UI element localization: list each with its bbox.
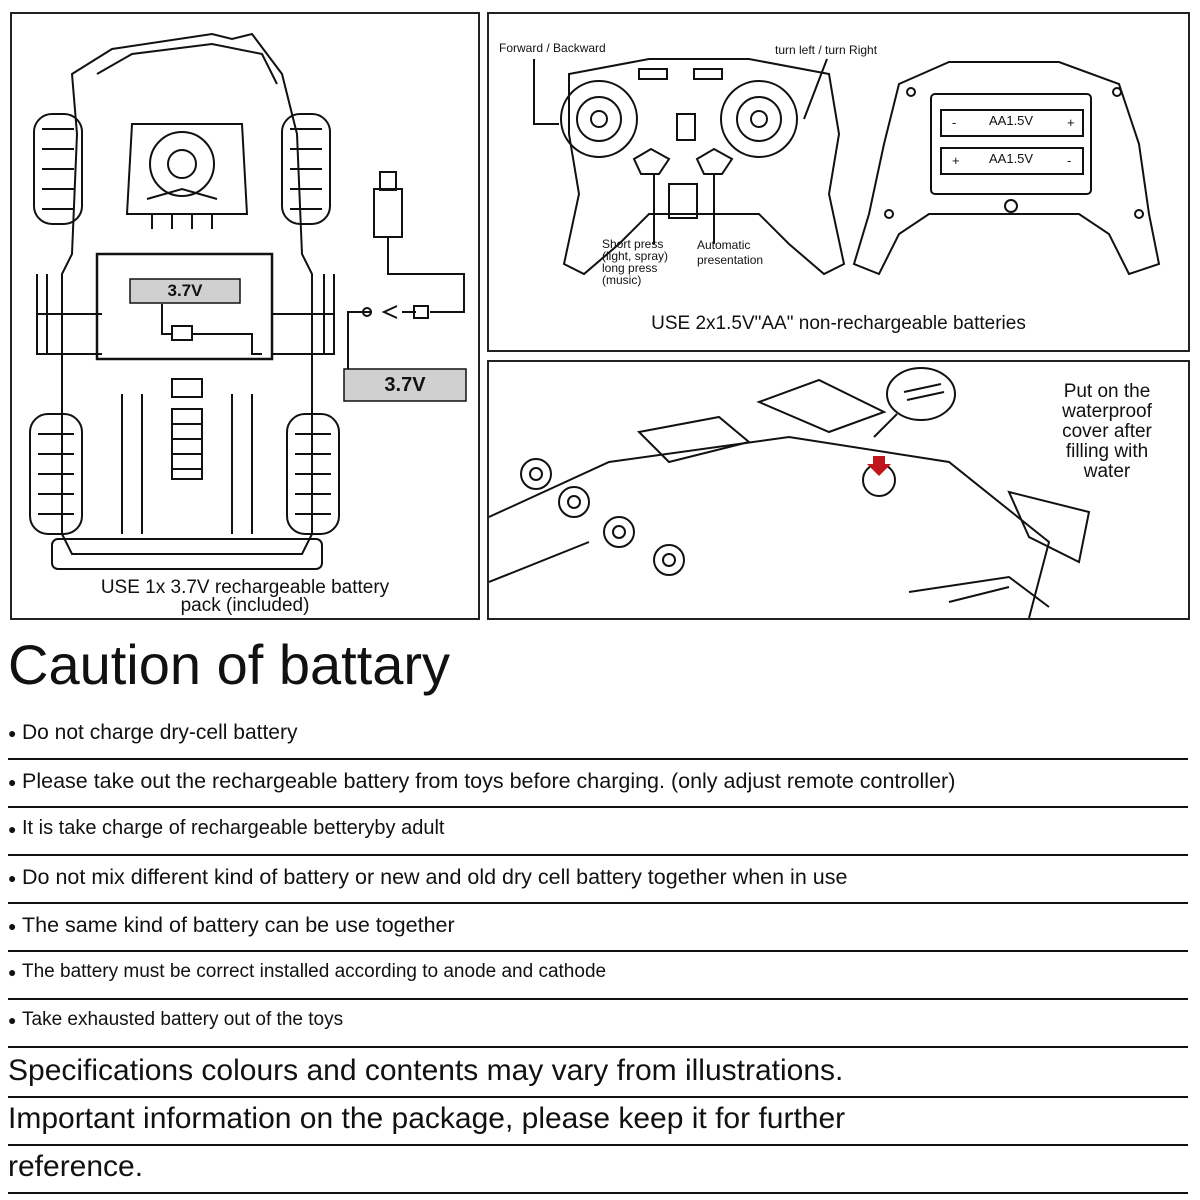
remote-illustration: - + + - (533, 58, 1161, 276)
aa-battery-2-label: AA1.5V (989, 151, 1034, 166)
bullet-icon: ● (8, 917, 17, 934)
car-illustration (29, 32, 467, 570)
bullet-icon: ● (8, 869, 17, 886)
svg-text:+: + (1067, 115, 1075, 130)
footer-line: Important information on the package, pl… (8, 1098, 1188, 1146)
caution-item: ● Do not mix different kind of battery or… (8, 860, 1188, 904)
footer-line-text: reference. (8, 1150, 144, 1183)
bullet-icon: ● (8, 820, 17, 837)
automatic-label: Automatic presentation (697, 238, 764, 267)
caution-item-text: Please take out the rechargeable battery… (22, 769, 956, 793)
footer-line-text: Specifications colours and contents may … (8, 1054, 844, 1087)
waterproof-panel: Put on the waterproof cover after fillin… (487, 360, 1190, 620)
caution-item: ● Take exhausted battery out of the toys (8, 1004, 1188, 1048)
waterproof-note: Put on the waterproof cover after fillin… (1062, 381, 1152, 482)
footer-line: reference. (8, 1146, 1188, 1194)
turn-label: turn left / turn Right (775, 43, 878, 57)
svg-text:-: - (952, 115, 956, 130)
footer-line: Specifications colours and contents may … (8, 1050, 1188, 1098)
battery-label-main: 3.7V (167, 281, 203, 300)
aa-battery-1-label: AA1.5V (989, 113, 1034, 128)
caution-item: ● Please take out the rechargeable batter… (8, 764, 1188, 808)
water-tank-illustration (489, 367, 1091, 618)
car-battery-caption-line2: pack (included) (180, 595, 310, 616)
svg-text:+: + (952, 153, 960, 168)
caution-item: ● It is take charge of rechargeable bette… (8, 812, 1188, 856)
bullet-icon: ● (8, 725, 17, 741)
caution-item-text: Do not mix different kind of battery or … (22, 865, 848, 889)
bullet-icon: ● (8, 773, 17, 790)
forward-backward-label: Forward / Backward (499, 41, 606, 55)
short-press-label: Short press (light, spray) long press (m… (602, 237, 669, 287)
bullet-icon: ● (8, 1012, 17, 1028)
car-battery-panel: 3.7V 3.7V USE 1x 3.7V rechargeable batte… (10, 12, 480, 620)
caution-item-text: Take exhausted battery out of the toys (22, 1009, 344, 1030)
caution-item: ● Do not charge dry-cell battery (8, 716, 1188, 760)
caution-title: Caution of battary (8, 633, 451, 696)
svg-text:-: - (1067, 153, 1071, 168)
caution-item-text: The same kind of battery can be use toge… (22, 913, 455, 937)
caution-item-text: It is take charge of rechargeable better… (22, 817, 445, 839)
caution-item-text: Do not charge dry-cell battery (22, 721, 298, 744)
footer-line-text: Important information on the package, pl… (8, 1102, 846, 1135)
bullet-icon: ● (8, 964, 17, 980)
caution-item: ● The same kind of battery can be use tog… (8, 908, 1188, 952)
caution-item: ● The battery must be correct installed a… (8, 956, 1188, 1000)
remote-battery-caption: USE 2x1.5V"AA" non-rechargeable batterie… (651, 313, 1026, 334)
caution-item-text: The battery must be correct installed ac… (22, 961, 607, 982)
car-battery-caption-line1: USE 1x 3.7V rechargeable battery (100, 577, 390, 598)
battery-label-pack: 3.7V (384, 374, 426, 396)
remote-controller-panel: - + + - Forward / Backward turn left / t… (487, 12, 1190, 352)
